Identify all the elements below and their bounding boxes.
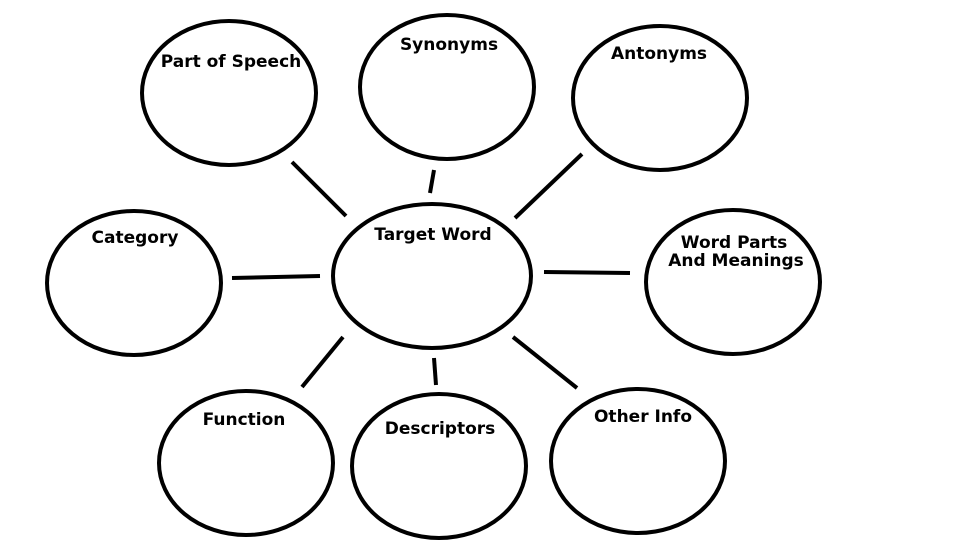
part-of-speech-node: Part of Speech — [140, 19, 318, 167]
descriptors-node: Descriptors — [350, 392, 528, 540]
connector-descriptors — [432, 357, 438, 386]
connector-category — [231, 274, 321, 280]
descriptors-bubble — [350, 392, 528, 540]
target-word-label: Target Word — [374, 225, 491, 245]
connector-word-parts — [543, 270, 631, 275]
function-label: Function — [203, 410, 286, 430]
category-label: Category — [92, 228, 179, 248]
descriptors-label: Descriptors — [385, 419, 496, 439]
antonyms-bubble — [571, 24, 749, 172]
antonyms-node: Antonyms — [571, 24, 749, 172]
category-bubble — [45, 209, 223, 357]
synonyms-label: Synonyms — [400, 35, 498, 55]
word-parts-bubble — [644, 208, 822, 356]
part-of-speech-label: Part of Speech — [161, 52, 302, 72]
connector-antonyms — [513, 152, 584, 220]
target-word-bubble — [331, 202, 533, 350]
function-node: Function — [157, 389, 335, 537]
category-node: Category — [45, 209, 223, 357]
function-bubble — [157, 389, 335, 537]
antonyms-label: Antonyms — [611, 44, 707, 64]
other-info-bubble — [549, 387, 727, 535]
other-info-node: Other Info — [549, 387, 727, 535]
connector-part-of-speech — [290, 160, 348, 218]
synonyms-bubble — [358, 13, 536, 161]
synonyms-node: Synonyms — [358, 13, 536, 161]
part-of-speech-bubble — [140, 19, 318, 167]
connector-other-info — [511, 335, 579, 390]
connector-synonyms — [428, 169, 436, 194]
connector-function — [300, 335, 345, 389]
word-parts-label-line-1: Word Parts — [681, 233, 787, 253]
word-parts-node: Word Parts And Meanings — [644, 208, 822, 356]
word-parts-label-line-2: And Meanings — [668, 251, 804, 271]
other-info-label: Other Info — [594, 407, 692, 427]
